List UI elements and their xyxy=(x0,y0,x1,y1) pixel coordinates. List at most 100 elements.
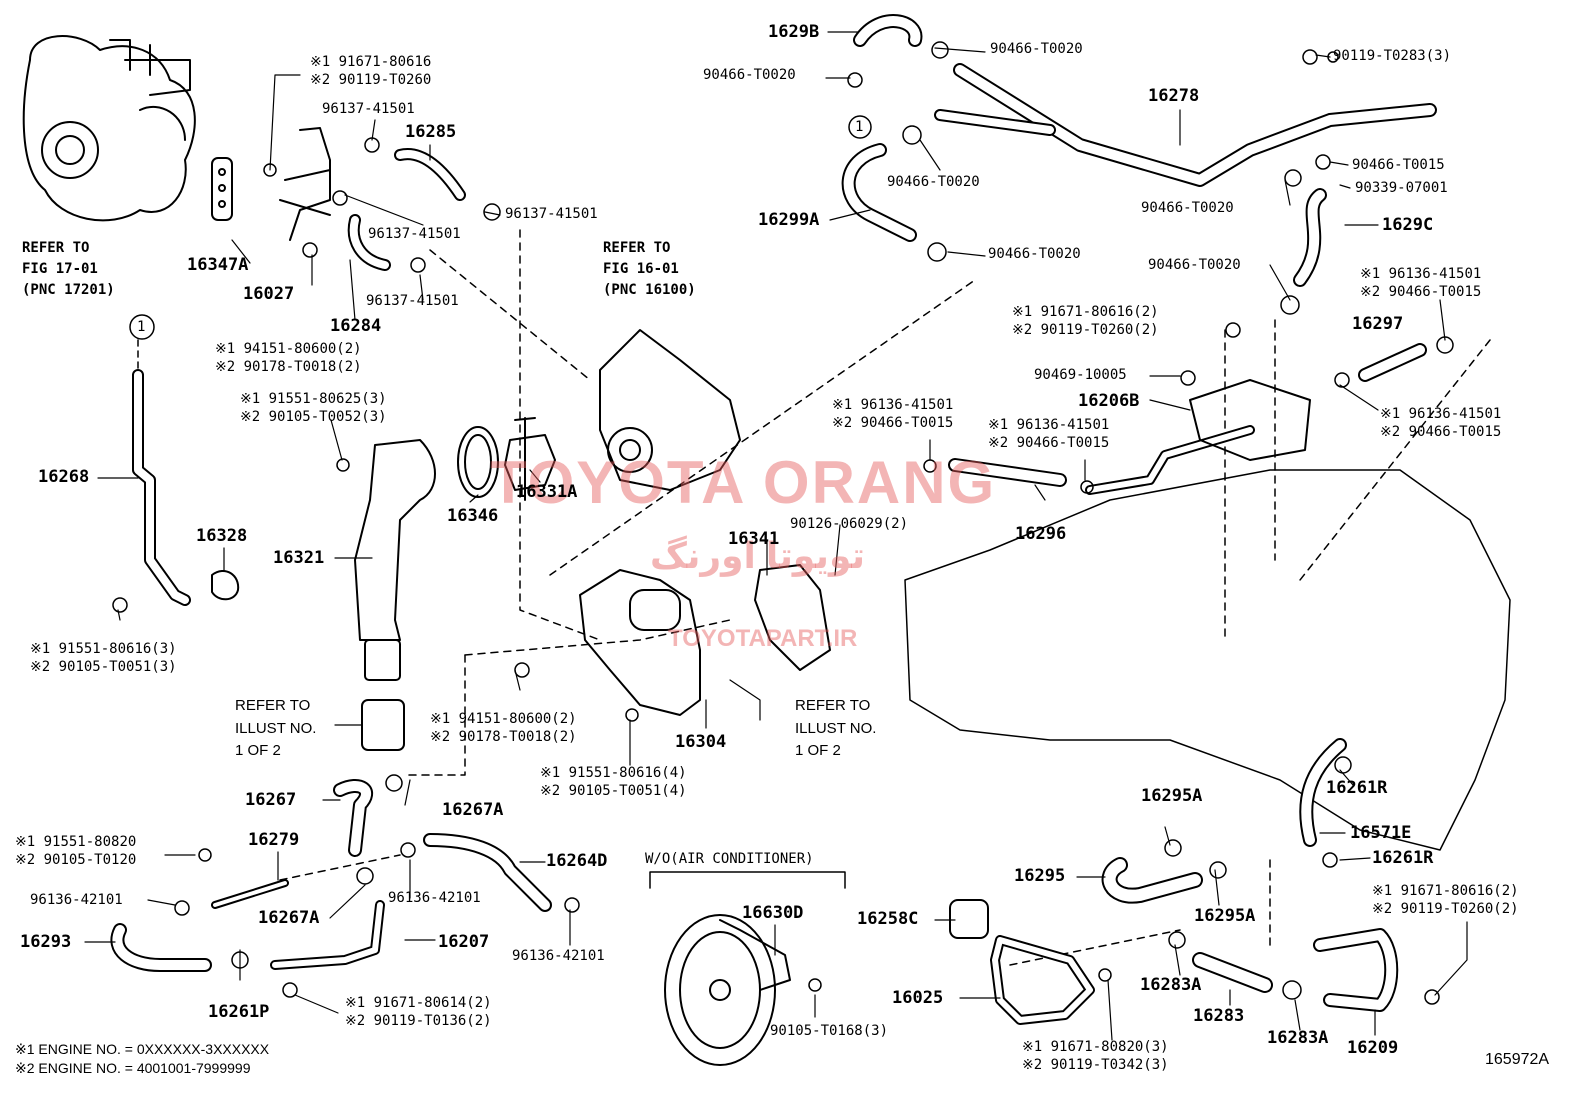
sub-96137-c[interactable]: 96137-41501 xyxy=(368,226,461,242)
ref-line: REFER TO xyxy=(235,697,311,714)
pair-line-1: ※1 94151-80600(2) xyxy=(430,711,577,727)
pair-line-1: ※1 96136-41501 xyxy=(988,417,1110,433)
ref-fig-16[interactable]: REFER TO FIG 16-01 (PNC 16100) xyxy=(603,238,696,301)
sub-90126-06029[interactable]: 90126-06029(2) xyxy=(790,516,909,532)
part-16209[interactable]: 16209 xyxy=(1347,1038,1399,1058)
sub-90466-t0020-c[interactable]: 90466-T0020 xyxy=(887,174,980,190)
pair-94151-a[interactable]: ※1 94151-80600(2)※2 90178-T0018(2) xyxy=(215,342,362,374)
sub-96136-42101-a[interactable]: 96136-42101 xyxy=(30,892,123,908)
part-16571e[interactable]: 16571E xyxy=(1350,823,1412,843)
dashed-guides xyxy=(279,229,1491,966)
sub-90466-t0020-d[interactable]: 90466-T0020 xyxy=(988,246,1081,262)
ref-illust-left[interactable]: REFER TO ILLUST NO. 1 OF 2 xyxy=(235,695,316,763)
pair-line-1: ※1 91551-80625(3) xyxy=(240,391,387,407)
pair-line-1: ※1 91551-80616(3) xyxy=(30,641,177,657)
part-16264d[interactable]: 16264D xyxy=(546,851,608,871)
ref-line: REFER TO xyxy=(603,240,671,256)
part-16261p[interactable]: 16261P xyxy=(208,1002,270,1022)
pair-96136-mid[interactable]: ※1 96136-41501※2 90466-T0015 xyxy=(832,398,953,430)
part-16328[interactable]: 16328 xyxy=(196,526,248,546)
part-16295a-2[interactable]: 16295A xyxy=(1194,906,1256,926)
pair-line-1: ※1 96136-41501 xyxy=(1380,406,1502,422)
ref-line: (PNC 16100) xyxy=(603,282,696,298)
part-16285[interactable]: 16285 xyxy=(405,122,457,142)
sub-96137-b[interactable]: 96137-41501 xyxy=(505,206,598,222)
part-16284[interactable]: 16284 xyxy=(330,316,382,336)
part-16267[interactable]: 16267 xyxy=(245,790,297,810)
part-16267a-2[interactable]: 16267A xyxy=(258,908,320,928)
part-16268[interactable]: 16268 xyxy=(38,467,90,487)
part-16025[interactable]: 16025 xyxy=(892,988,944,1008)
pair-91551-80616-3[interactable]: ※1 91551-80616(3)※2 90105-T0051(3) xyxy=(30,642,177,674)
part-16293[interactable]: 16293 xyxy=(20,932,72,952)
pair-line-2: ※2 90178-T0018(2) xyxy=(215,359,362,375)
part-16341[interactable]: 16341 xyxy=(728,529,780,549)
part-16295a-1[interactable]: 16295A xyxy=(1141,786,1203,806)
part-16304[interactable]: 16304 xyxy=(675,732,727,752)
part-16261r-2[interactable]: 16261R xyxy=(1372,848,1434,868)
sub-96137-d[interactable]: 96137-41501 xyxy=(366,293,459,309)
part-1629b[interactable]: 1629B xyxy=(768,22,820,42)
part-16331a[interactable]: 16331A xyxy=(516,482,578,502)
pair-91671-80616-2[interactable]: ※1 91671-80616(2)※2 90119-T0260(2) xyxy=(1012,305,1159,337)
pair-91551-80616-4[interactable]: ※1 91551-80616(4)※2 90105-T0051(4) xyxy=(540,766,687,798)
sub-96136-42101-c[interactable]: 96136-42101 xyxy=(512,948,605,964)
part-16267a-1[interactable]: 16267A xyxy=(442,800,504,820)
ref-line: FIG 17-01 xyxy=(22,261,98,277)
pair-91551-80625[interactable]: ※1 91551-80625(3)※2 90105-T0052(3) xyxy=(240,392,387,424)
part-1629c[interactable]: 1629C xyxy=(1382,215,1434,235)
pair-96136-mid2[interactable]: ※1 96136-41501 ※2 90466-T0015 xyxy=(988,418,1109,450)
part-16279[interactable]: 16279 xyxy=(248,830,300,850)
pair-line-2: ※2 90119-T0260 xyxy=(310,72,432,88)
ref-line: REFER TO xyxy=(22,240,90,256)
part-16278[interactable]: 16278 xyxy=(1148,86,1200,106)
part-16258c[interactable]: 16258C xyxy=(857,909,919,929)
part-16321[interactable]: 16321 xyxy=(273,548,325,568)
pair-line-2: ※2 90466-T0015 xyxy=(988,435,1110,451)
sub-90466-t0020-e[interactable]: 90466-T0020 xyxy=(1141,200,1234,216)
pair-94151-b[interactable]: ※1 94151-80600(2)※2 90178-T0018(2) xyxy=(430,712,577,744)
sub-90466-t0015[interactable]: 90466-T0015 xyxy=(1352,157,1445,173)
pair-line-1: ※1 91671-80820(3) xyxy=(1022,1039,1169,1055)
part-16283[interactable]: 16283 xyxy=(1193,1006,1245,1026)
sub-90105-t0168[interactable]: 90105-T0168(3) xyxy=(770,1023,889,1039)
pair-line-1: ※1 91671-80616(2) xyxy=(1372,883,1519,899)
sub-90466-t0020-b[interactable]: 90466-T0020 xyxy=(703,67,796,83)
sub-90466-t0020-a[interactable]: 90466-T0020 xyxy=(990,41,1083,57)
sub-90466-t0020-f[interactable]: 90466-T0020 xyxy=(1148,257,1241,273)
pair-91671-80820[interactable]: ※1 91671-80820(3)※2 90119-T0342(3) xyxy=(1022,1040,1169,1072)
sub-90469-10005[interactable]: 90469-10005 xyxy=(1034,367,1127,383)
pair-91551-80820[interactable]: ※1 91551-80820※2 90105-T0120 xyxy=(15,835,136,867)
part-16295[interactable]: 16295 xyxy=(1014,866,1066,886)
part-16027[interactable]: 16027 xyxy=(243,284,295,304)
pair-96136-r1[interactable]: ※1 96136-41501※2 90466-T0015 xyxy=(1360,267,1481,299)
footnote-2: ※2 ENGINE NO. = 4001001-7999999 xyxy=(15,1060,251,1076)
part-16283a-2[interactable]: 16283A xyxy=(1267,1028,1329,1048)
pair-96136-r2[interactable]: ※1 96136-41501※2 90466-T0015 xyxy=(1380,407,1501,439)
pair-top-bolt[interactable]: ※1 91671-80616※2 90119-T0260 xyxy=(310,55,431,87)
pair-line-1: ※1 91551-80820 xyxy=(15,834,137,850)
sub-90339-07001[interactable]: 90339-07001 xyxy=(1355,180,1448,196)
part-16347a[interactable]: 16347A xyxy=(187,255,249,275)
part-16630d[interactable]: 16630D xyxy=(742,903,804,923)
part-16207[interactable]: 16207 xyxy=(438,932,490,952)
part-16206b[interactable]: 16206B xyxy=(1078,391,1140,411)
ref-illust-right[interactable]: REFER TO ILLUST NO. 1 OF 2 xyxy=(795,695,876,763)
part-16299a[interactable]: 16299A xyxy=(758,210,820,230)
sub-96136-42101-b[interactable]: 96136-42101 xyxy=(388,890,481,906)
part-16283a-1[interactable]: 16283A xyxy=(1140,975,1202,995)
ref-line: 1 OF 2 xyxy=(235,742,281,759)
pair-91671-80614[interactable]: ※1 91671-80614(2)※2 90119-T0136(2) xyxy=(345,996,492,1028)
sub-90119-t0283[interactable]: 90119-T0283(3) xyxy=(1333,48,1452,64)
clamps xyxy=(112,41,1454,1005)
part-16346[interactable]: 16346 xyxy=(447,506,499,526)
part-16261r-1[interactable]: 16261R xyxy=(1326,778,1388,798)
ref-fig-17[interactable]: REFER TO FIG 17-01 (PNC 17201) xyxy=(22,238,115,301)
part-16296[interactable]: 16296 xyxy=(1015,524,1067,544)
pair-91671-br[interactable]: ※1 91671-80616(2)※2 90119-T0260(2) xyxy=(1372,884,1519,916)
outlet-16321-drawing xyxy=(354,439,436,641)
part-16297[interactable]: 16297 xyxy=(1352,314,1404,334)
sub-96137-a[interactable]: 96137-41501 xyxy=(322,101,415,117)
